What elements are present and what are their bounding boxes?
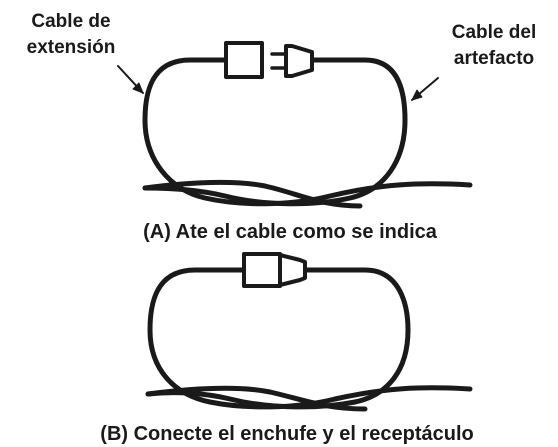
plug-a [284,44,314,78]
receptacle-a [224,41,264,79]
label-appliance-cord-line1: Cable del [452,22,536,43]
arrowhead-appliance-cord [411,89,423,101]
extension-cord-b [147,267,473,410]
plug-b [278,253,307,287]
arrowhead-extension-cord [132,82,144,94]
label-appliance-cord-line2: artefacto [454,48,534,69]
appliance-cord-a [142,57,408,207]
appliance-cord-b [145,267,411,410]
caption-b: (B) Conecte el enchufe y el receptáculo [100,423,473,445]
label-extension-cord-line1: Cable de [31,11,110,32]
panel-a [117,41,473,209]
panel-b [145,252,473,412]
receptacle-b [242,252,282,288]
caption-a: (A) Ate el cable como se indica [143,221,438,243]
label-extension-cord-line2: extensión [27,37,116,58]
